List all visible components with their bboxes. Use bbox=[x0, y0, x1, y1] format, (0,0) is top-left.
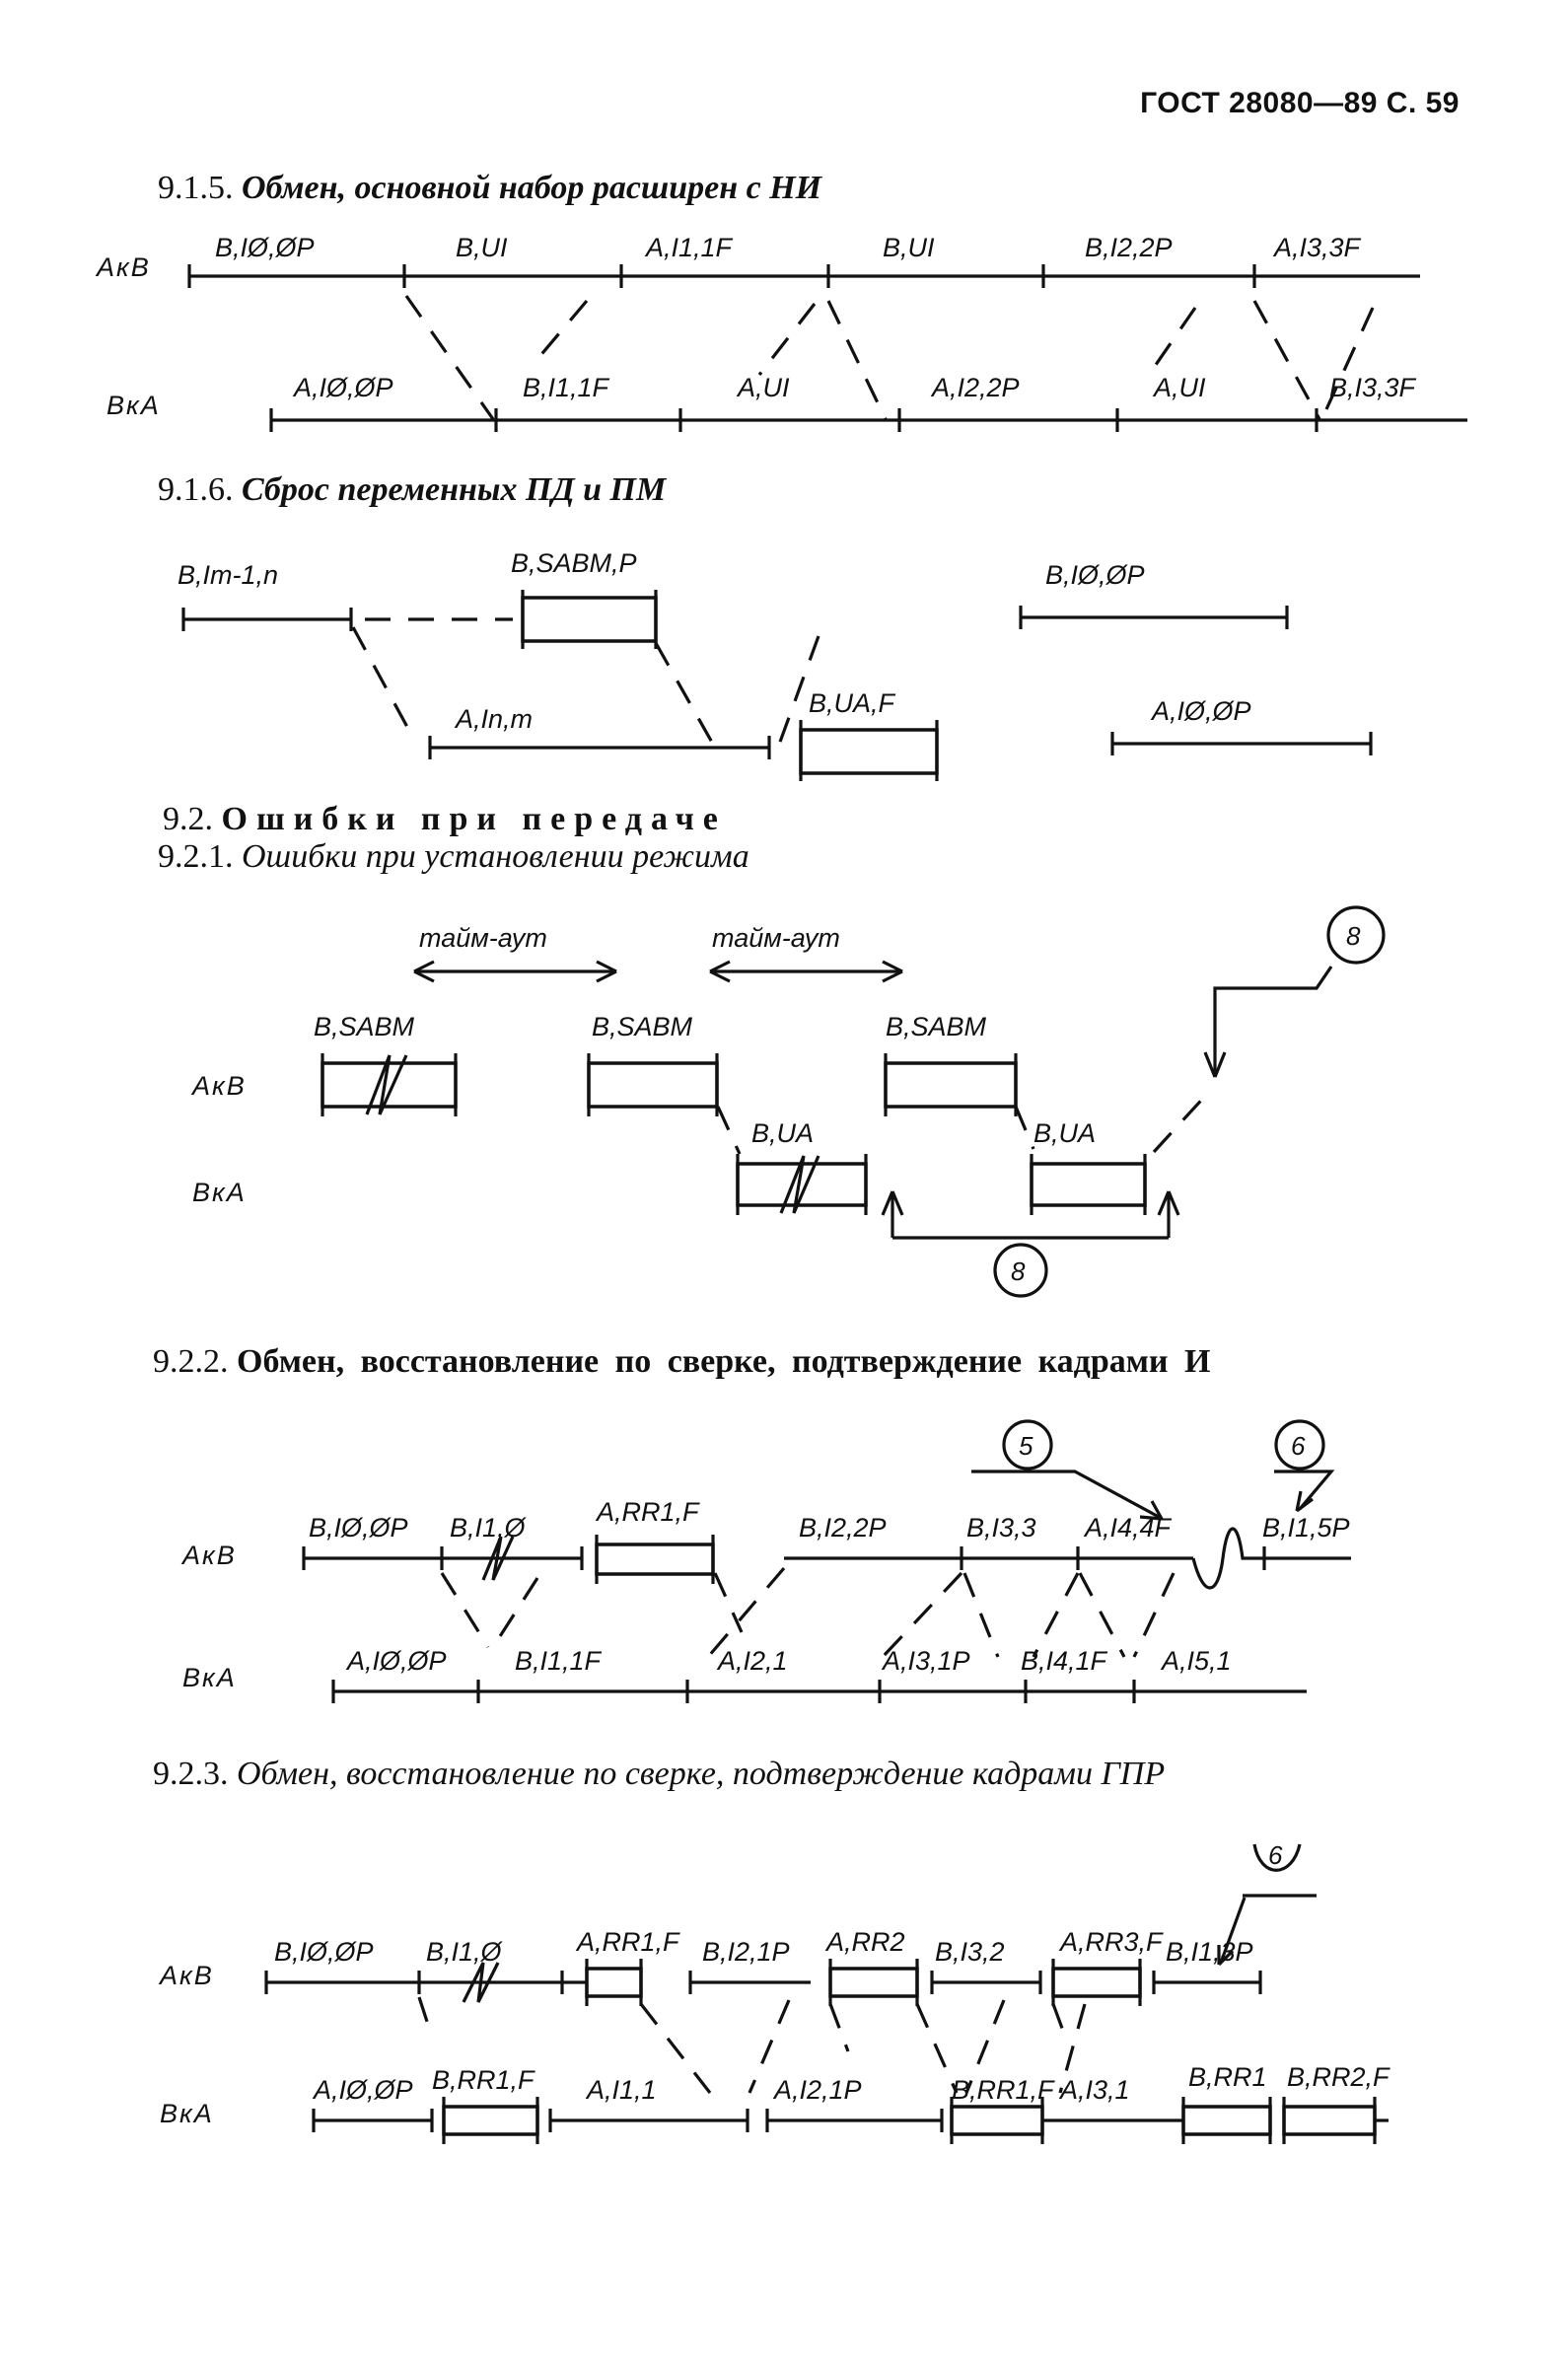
marker-circle: 8 bbox=[1346, 921, 1361, 951]
side-label-vka: ВкА bbox=[160, 2099, 214, 2128]
msg-label: B,I3,3 bbox=[966, 1513, 1036, 1543]
side-label-akv: АкВ bbox=[158, 1961, 214, 1990]
msg-label: B,IØ,ØP bbox=[309, 1513, 408, 1543]
msg-label: A,I3,1P bbox=[881, 1646, 970, 1676]
msg-label: B,I1,Ø bbox=[450, 1513, 528, 1543]
msg-label: B,RR1,F bbox=[952, 2075, 1055, 2105]
msg-label: A,RR1,F bbox=[595, 1497, 700, 1527]
diagram-9-1-5: АкВ B,IØ,ØP B,UI A,I1,1F B,UI B,I2,2P A,… bbox=[95, 233, 1467, 432]
marker-circle: 8 bbox=[1011, 1256, 1026, 1286]
msg-label: A,IØ,ØP bbox=[292, 373, 393, 402]
msg-label: B,IØ,ØP bbox=[1045, 560, 1145, 590]
msg-label: B,SABM bbox=[886, 1012, 987, 1041]
msg-label: B,I1,1F bbox=[523, 373, 610, 402]
section-9-1-5-heading: 9.1.5. Обмен, основной набор расширен с … bbox=[158, 170, 822, 206]
timeout-label: тайм-аут bbox=[419, 923, 547, 953]
msg-label: A,I2,2P bbox=[930, 373, 1020, 402]
page-header: ГОСТ 28080—89 С. 59 bbox=[1140, 87, 1460, 119]
msg-label: B,Im-1,n bbox=[178, 560, 278, 590]
msg-label: B,SABM bbox=[314, 1012, 415, 1041]
msg-label: A,I4,4F bbox=[1083, 1513, 1173, 1543]
msg-label: A,In,m bbox=[454, 704, 533, 734]
msg-label: A,UI bbox=[1152, 373, 1206, 402]
msg-label: A,I3,3F bbox=[1272, 233, 1362, 262]
msg-label: A,I1,1 bbox=[585, 2075, 657, 2105]
msg-label: A,IØ,ØP bbox=[345, 1646, 447, 1676]
side-label-akv: АкВ bbox=[95, 252, 151, 282]
msg-label: B,UA bbox=[751, 1118, 814, 1148]
section-9-1-6-heading: 9.1.6. Сброс переменных ПД и ПМ bbox=[158, 471, 667, 508]
msg-label: B,I2,1P bbox=[702, 1937, 790, 1967]
msg-label: B,IØ,ØP bbox=[215, 233, 315, 262]
msg-label: A,RR1,F bbox=[575, 1927, 680, 1957]
side-label-akv: АкВ bbox=[190, 1071, 247, 1101]
msg-label: B,UI bbox=[456, 233, 508, 262]
msg-label: A,IØ,ØP bbox=[1150, 696, 1251, 726]
msg-label: A,RR2 bbox=[824, 1927, 905, 1957]
msg-label: B,I1,Ø bbox=[426, 1937, 504, 1967]
section-9-2-3-heading: 9.2.3. Обмен, восстановление по сверке, … bbox=[153, 1756, 1166, 1792]
side-label-vka: ВкА bbox=[182, 1663, 237, 1692]
timeout-label: тайм-аут bbox=[712, 923, 840, 953]
diagram-9-1-6: B,Im-1,n B,SABM,P A,In,m B,UA,F B,IØ,ØP … bbox=[178, 548, 1373, 781]
msg-label: A,RR3,F bbox=[1058, 1927, 1164, 1957]
side-label-akv: АкВ bbox=[180, 1541, 237, 1570]
msg-label: A,I1,1F bbox=[644, 233, 734, 262]
side-label-vka: ВкА bbox=[192, 1178, 247, 1207]
msg-label: B,UI bbox=[883, 233, 935, 262]
msg-label: B,UA bbox=[1033, 1118, 1096, 1148]
msg-label: B,I2,2P bbox=[1085, 233, 1173, 262]
msg-label: B,I4,1F bbox=[1021, 1646, 1108, 1676]
msg-label: B,SABM bbox=[592, 1012, 693, 1041]
section-9-2-1-heading: 9.2.1. Ошибки при установлении режима bbox=[158, 838, 749, 875]
msg-label: B,UA,F bbox=[809, 688, 896, 718]
diagram-9-2-3: 6 АкВ ВкА B,IØ,ØP B,I1,Ø A,RR1,F B,I2,1P… bbox=[158, 1840, 1390, 2144]
diagram-9-2-2: 5 6 АкВ ВкА B,IØ,ØP B,I1,Ø A,RR1,F B,I2,… bbox=[180, 1419, 1351, 1703]
section-9-2-heading: 9.2. Ошибки при передаче bbox=[163, 801, 727, 837]
msg-label: A,I3,1 bbox=[1058, 2075, 1130, 2105]
msg-label: A,I5,1 bbox=[1160, 1646, 1232, 1676]
marker-circle: 6 bbox=[1268, 1840, 1283, 1870]
msg-label: B,I3,3F bbox=[1329, 373, 1417, 402]
marker-circle: 5 bbox=[1019, 1431, 1033, 1461]
diagram-9-2-1: тайм-аут тайм-аут 8 АкВ ВкА B,SABM B,SAB… bbox=[190, 905, 1386, 1298]
section-9-2-2-heading: 9.2.2. Обмен, восстановление по сверке, … bbox=[153, 1343, 1211, 1380]
msg-label: A,I2,1P bbox=[772, 2075, 862, 2105]
msg-label: B,I3,2 bbox=[935, 1937, 1005, 1967]
msg-label: B,RR1,F bbox=[432, 2065, 535, 2095]
msg-label: A,UI bbox=[736, 373, 790, 402]
msg-label: B,I1,5P bbox=[1262, 1513, 1350, 1543]
msg-label: B,RR2,F bbox=[1287, 2062, 1390, 2092]
marker-circle: 6 bbox=[1291, 1431, 1306, 1461]
side-label-vka: ВкА bbox=[107, 391, 161, 420]
msg-label: B,SABM,P bbox=[511, 548, 637, 578]
msg-label: B,RR1 bbox=[1188, 2062, 1267, 2092]
msg-label: B,I1,1F bbox=[515, 1646, 603, 1676]
msg-label: A,IØ,ØP bbox=[312, 2075, 413, 2105]
msg-label: B,IØ,ØP bbox=[274, 1937, 374, 1967]
msg-label: B,I1,3P bbox=[1166, 1937, 1253, 1967]
msg-label: A,I2,1 bbox=[716, 1646, 788, 1676]
msg-label: B,I2,2P bbox=[799, 1513, 887, 1543]
